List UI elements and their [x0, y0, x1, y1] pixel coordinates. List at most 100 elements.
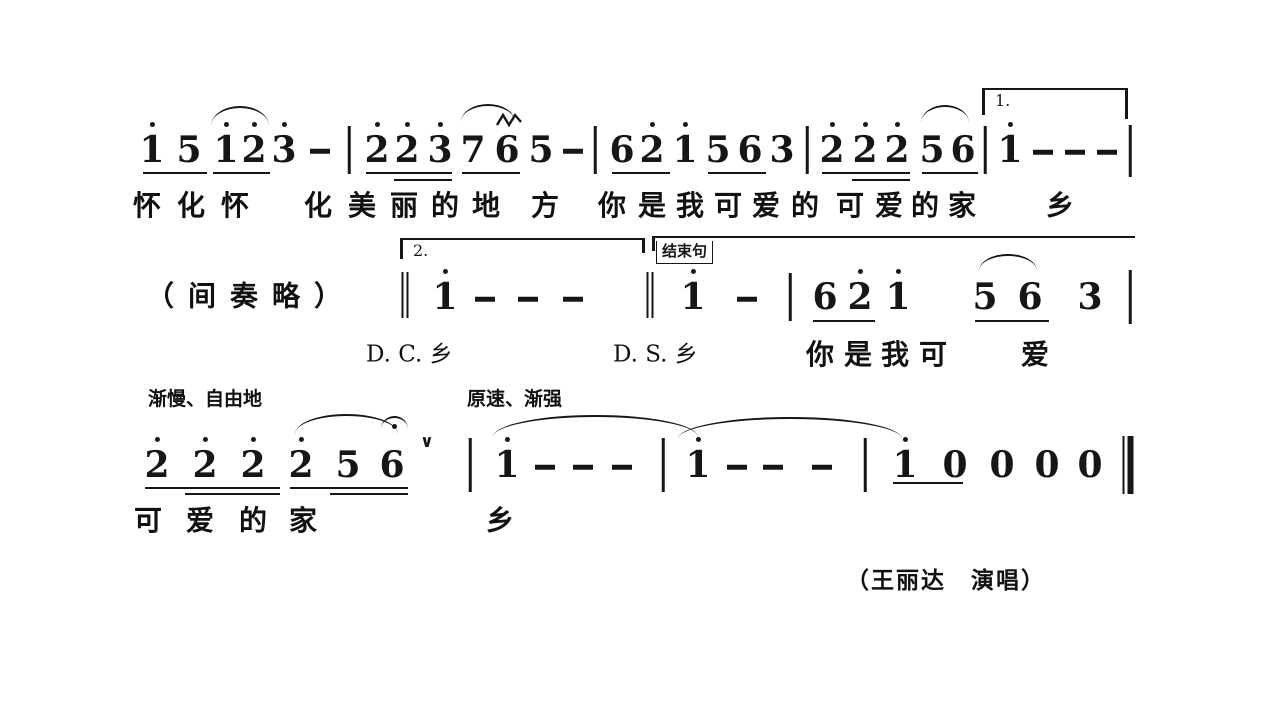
lyric-char: 家 — [947, 190, 977, 221]
duration-dash — [612, 464, 632, 470]
beam-line — [922, 172, 978, 175]
lyric-char: 我 — [880, 339, 910, 370]
lyric-char: 乡 — [1045, 190, 1075, 221]
lyric-char: 丽 — [389, 190, 419, 221]
note: 1 — [680, 269, 706, 315]
beam-line — [185, 493, 280, 496]
octave-dot — [862, 122, 868, 127]
note: 6 — [950, 129, 976, 171]
final-barline — [1122, 436, 1134, 494]
note: 6 — [812, 276, 838, 318]
octave-dot — [202, 437, 208, 442]
lyric-char: 家 — [288, 505, 318, 536]
beam-line — [145, 487, 280, 490]
lyric-char: 是 — [637, 190, 667, 221]
lyric-char: 可 — [835, 190, 865, 221]
note: 1 — [494, 437, 520, 483]
lyric-char: 爱 — [1020, 339, 1050, 370]
lyric-char: 乡 — [485, 505, 515, 536]
beam-line — [290, 487, 408, 490]
duration-dash — [812, 464, 832, 470]
volta-bracket: 1. — [982, 88, 1128, 119]
octave-dot — [298, 437, 304, 442]
beam-line — [893, 482, 963, 485]
note: 2 — [852, 122, 878, 168]
octave-dot — [149, 122, 155, 127]
note: 5 — [335, 444, 361, 486]
lyric-char: 化 — [176, 190, 206, 221]
ending-label: 结束句 — [656, 241, 714, 264]
duration-dash — [310, 148, 330, 154]
slur-arc — [921, 105, 969, 123]
duration-dash — [475, 296, 495, 302]
slur-arc — [678, 417, 902, 439]
lyric-char: 我 — [675, 190, 705, 221]
lyric-char: 化 — [303, 190, 333, 221]
note: 3 — [271, 122, 297, 168]
beam-line — [822, 172, 910, 175]
note: 7 — [460, 129, 486, 171]
note: 5 — [528, 129, 554, 171]
lyric-char: 爱 — [874, 190, 904, 221]
volta-number: 1. — [995, 91, 1011, 110]
note: 2 — [847, 269, 873, 315]
barline — [468, 438, 472, 492]
barline — [347, 126, 351, 174]
beam-line — [612, 172, 670, 175]
note: 3 — [427, 122, 453, 168]
barline — [593, 126, 597, 174]
note: 1 — [432, 269, 458, 315]
volta-number: 2. — [413, 241, 429, 260]
note: 0 — [989, 444, 1015, 486]
barline — [863, 438, 867, 492]
bracket-tick — [982, 89, 985, 115]
note: 3 — [1077, 276, 1103, 318]
note: 5 — [176, 129, 202, 171]
note: 2 — [241, 122, 267, 168]
lyric-char: 你 — [597, 190, 627, 221]
note: 5 — [705, 129, 731, 171]
barline — [983, 126, 987, 174]
beam-line — [708, 172, 766, 175]
octave-dot — [442, 269, 448, 274]
slur-arc — [211, 106, 269, 126]
note: 6 — [1017, 276, 1043, 318]
octave-dot — [250, 437, 256, 442]
barline — [661, 438, 665, 492]
note: 0 — [1077, 444, 1103, 486]
beam-line — [143, 172, 207, 175]
note: 1 — [213, 122, 239, 168]
tempo-mark-a-tempo: 原速、渐强 — [467, 389, 563, 410]
double-barline — [646, 272, 654, 318]
duration-dash — [573, 464, 593, 470]
octave-dot — [374, 122, 380, 127]
octave-dot — [437, 122, 443, 127]
beam-line — [394, 179, 452, 182]
octave-dot — [690, 269, 696, 274]
fermata-arc — [381, 416, 408, 429]
note: 6 — [494, 129, 520, 171]
ds-lyric: D. S. 乡 — [613, 341, 698, 368]
beam-line — [213, 172, 270, 175]
fermata-dot — [392, 424, 397, 429]
duration-dash — [1097, 149, 1117, 155]
octave-dot — [1007, 122, 1013, 127]
lyric-char: 可 — [713, 190, 743, 221]
note: 2 — [364, 122, 390, 168]
lyric-char: 可 — [918, 339, 948, 370]
barline — [1128, 125, 1132, 177]
lyric-char: 的 — [238, 505, 268, 536]
octave-dot — [682, 122, 688, 127]
octave-dot — [895, 269, 901, 274]
lyric-char: 怀 — [220, 190, 250, 221]
volta-bracket: 2. — [400, 238, 645, 259]
note: 2 — [639, 122, 665, 168]
lyric-char: 怀 — [132, 190, 162, 221]
octave-dot — [404, 122, 410, 127]
slur-arc — [295, 414, 398, 434]
lyric-char: 你 — [805, 339, 835, 370]
octave-dot — [829, 122, 835, 127]
bracket-tick — [652, 237, 655, 251]
